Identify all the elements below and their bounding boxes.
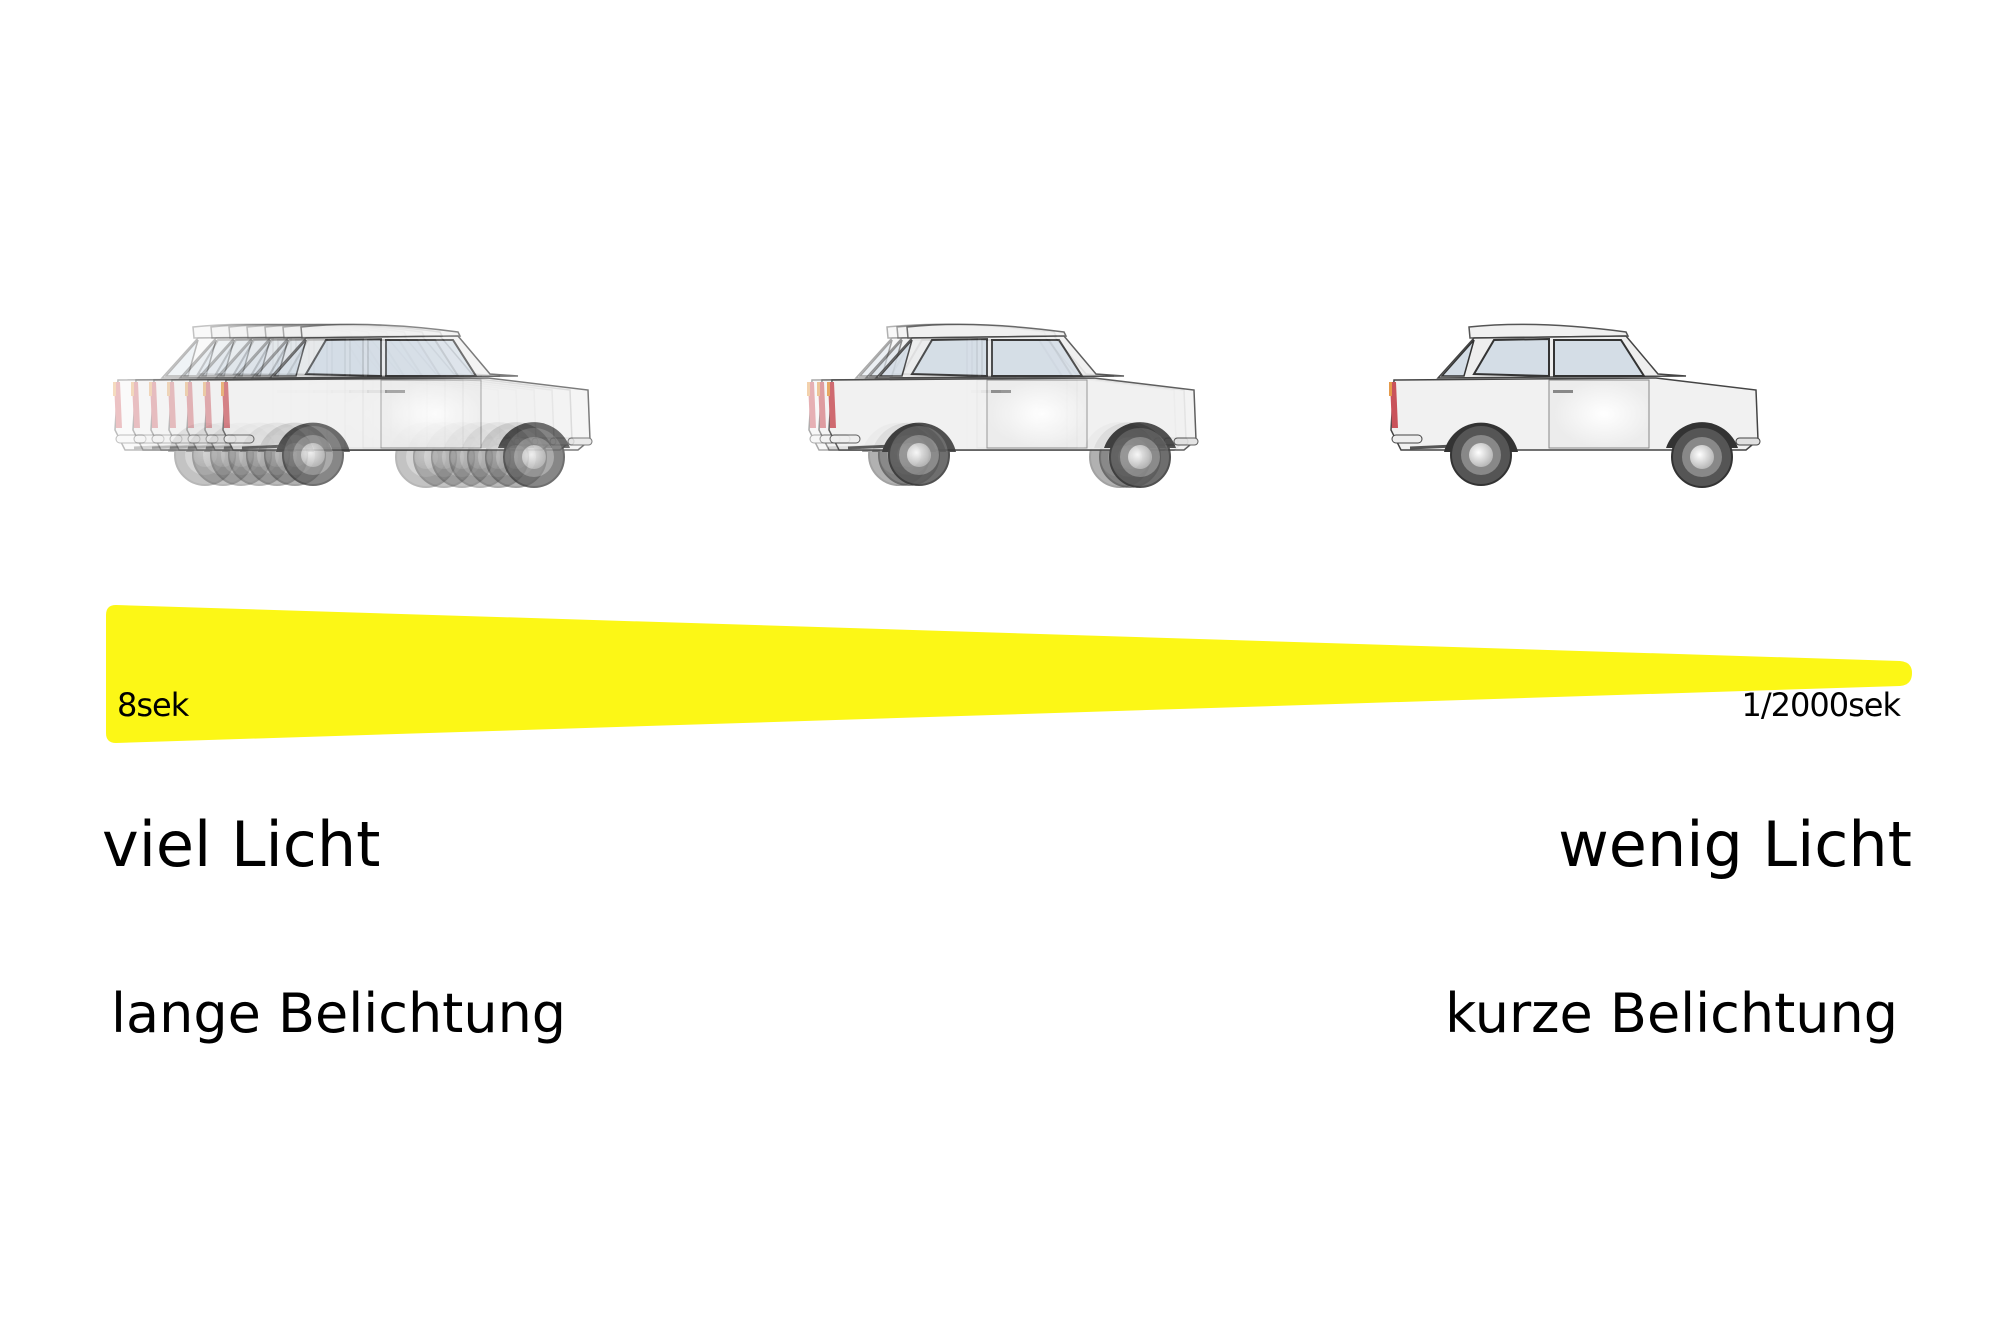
wedge-shape <box>106 605 1912 743</box>
scale-right-label: 1/2000sek <box>1741 686 1901 724</box>
exposure-scale-wedge <box>106 605 1912 743</box>
exposure-long-label: lange Belichtung <box>111 982 567 1045</box>
light-high-label: viel Licht <box>102 808 381 881</box>
scale-left-label: 8sek <box>117 686 189 724</box>
light-low-label: wenig Licht <box>1558 808 1912 881</box>
exposure-short-label: kurze Belichtung <box>1445 982 1898 1045</box>
